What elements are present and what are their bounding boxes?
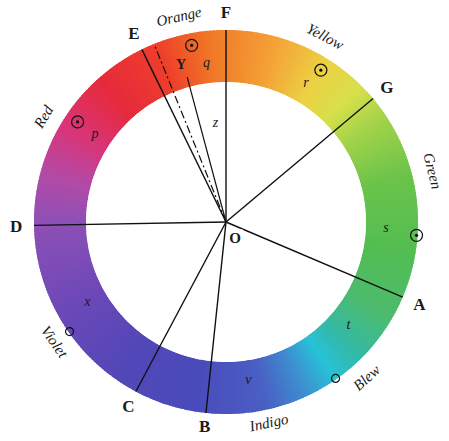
mark-dot [319,69,322,72]
radius-line [34,222,226,225]
colour-name: Yellow [304,21,346,53]
centre-mark [332,374,340,382]
centre-mark [72,116,84,128]
colour-ring [34,30,418,414]
radius-line [136,222,226,392]
radii [34,30,403,413]
point-letter: Y [176,58,186,72]
radius-line [226,222,403,297]
centre-letter: O [227,229,243,246]
mark-ring [186,39,198,51]
point-letter: F [221,4,231,21]
ring-mark-letter: s [383,221,388,235]
radius-line [225,30,226,222]
point-letter: B [199,417,210,434]
radius-line [154,44,226,222]
centre-mark [186,39,198,51]
point-letter: G [380,79,393,96]
point-letter: D [10,217,22,234]
colour-name: Orange [155,5,203,30]
point-letter: A [413,296,425,313]
centre-mark [411,229,423,241]
colour-name: Indigo [248,411,289,434]
mark-ring [72,116,84,128]
radius-line [206,222,226,413]
centre-mark [66,328,74,336]
centre-marks [66,39,423,382]
ring-mark-letter: x [84,295,90,309]
ring-mark-letter: v [245,373,251,387]
point-letter: E [128,25,139,42]
ring-mark-letter: z [213,116,218,130]
radius-line [226,99,373,222]
ring-mark-letter: q [203,56,210,70]
mark-dot [415,234,418,237]
colour-name: Red [32,103,57,131]
mark-ring [332,374,340,382]
radius-line [142,49,226,222]
ring-mark-letter: p [92,127,99,141]
colour-name: Green [420,151,443,190]
ring-mark-letter: t [347,318,351,332]
mark-ring [315,64,327,76]
mark-dot [76,120,79,123]
point-letter: C [122,397,134,414]
mark-ring [411,229,423,241]
centre-mark [315,64,327,76]
mark-ring [66,328,74,336]
colour-name: Violet [38,324,70,361]
mark-dot [190,44,193,47]
radius-line [187,77,226,222]
colour-name: Blew [350,362,382,393]
ring-mark-letter: r [303,76,308,90]
